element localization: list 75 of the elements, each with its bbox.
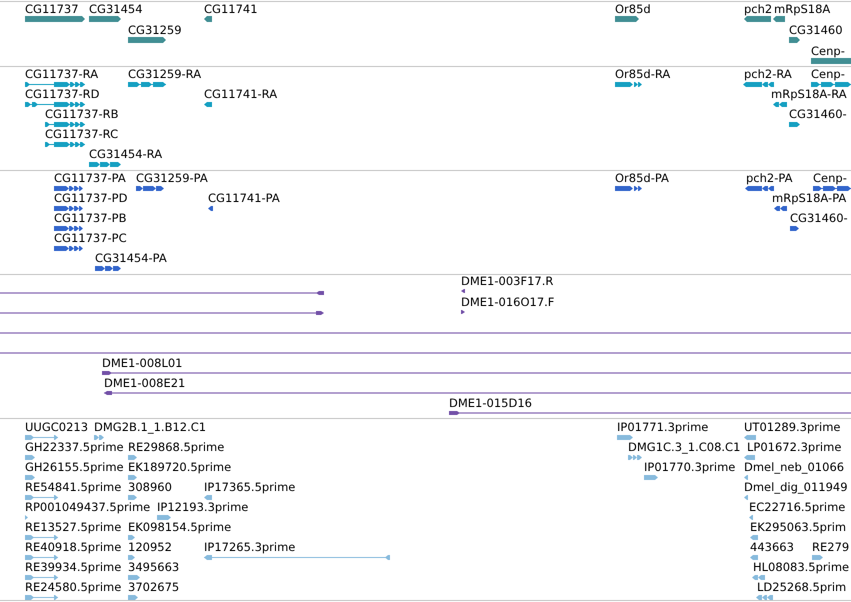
est-label: DMG2B.1_1.B12.C1 [94,421,206,434]
gene-label: CG31259 [128,24,182,37]
protein-label: mRpS18A-PA [772,192,846,205]
est-label: RE54841.5prime [25,481,122,494]
est-label: RE13527.5prime [25,521,122,534]
protein-label: CG11741-PA [208,192,280,205]
est-label: RE24580.5prime [25,581,122,594]
clone-line [0,311,324,315]
est-label: 3495663 [128,561,180,574]
clone-label: DME1-008E21 [104,377,186,390]
est-label: LD25268.5prim [757,581,846,594]
est-label: EK189720.5prime [128,461,232,474]
est-label: 3702675 [128,581,180,594]
transcript-label: CG11737-RC [45,128,118,141]
est-label: RE279 [812,541,850,554]
transcript-label: CG11737-RD [25,88,100,101]
clone-line [0,331,851,335]
est-label: RP001049437.5prime [25,501,150,514]
clone-label: DME1-016O17.F [461,296,554,309]
est-label: 120952 [128,541,172,554]
gene-label: pch2 [744,3,772,16]
transcript-label: CG11737-RB [45,108,119,121]
gene-label: CG11741 [204,3,258,16]
est-label: 443663 [750,541,794,554]
transcript-label: Or85d-RA [615,68,670,81]
clone-label: DME1-015D16 [449,397,532,410]
protein-label: CG11737-PD [54,192,128,205]
transcript-label: CG31460- [789,108,847,121]
clone-line [0,291,324,295]
est-label: EC22716.5prime [749,501,846,514]
est-label: LP01672.3prime [747,441,842,454]
est-label: RE29868.5prime [128,441,224,454]
protein-label: Or85d-PA [615,172,669,185]
est-label: RE40918.5prime [25,541,122,554]
protein-label: CG31460- [790,212,848,225]
transcript-label: Cenp- [811,68,845,81]
gene-label: CG11737 [25,3,79,16]
est-label: IP12193.3prime [157,501,248,514]
est-label: 308960 [128,481,172,494]
gene-label: mRpS18A [774,3,830,16]
est-label: EK098154.5prime [128,521,232,534]
protein-label: CG11737-PC [54,232,127,245]
est-label: GH26155.5prime [25,461,124,474]
est-label: HL08083.5prime [753,561,850,574]
est-label: Dmel_neb_01066 [744,461,844,474]
gene-label: Or85d [615,3,651,16]
protein-label: CG31259-PA [136,172,208,185]
transcript-label: mRpS18A-RA [771,88,847,101]
est-label: DMG1C.3_1.C08.C1 [628,441,740,454]
est-label: IP01771.3prime [617,421,708,434]
transcript-label: CG31454-RA [89,148,162,161]
gene-label: Cenp- [811,45,845,58]
transcript-label: CG11741-RA [204,88,278,101]
protein-label: CG11737-PB [54,212,126,225]
est-label: UT01289.3prime [744,421,840,434]
clone-label: DME1-003F17.R [461,275,554,288]
protein-label: Cenp- [813,172,847,185]
est-label: IP17265.3prime [204,541,296,554]
est-label: IP17365.5prime [204,481,296,494]
gene-label: CG31460 [789,24,843,37]
transcript-label: pch2-RA [744,68,792,81]
est-label: EK295063.5prim [750,521,846,534]
est-label: RE39934.5prime [25,561,122,574]
protein-label: CG31454-PA [95,252,167,265]
transcript-label: CG11737-RA [25,68,98,81]
est-label: IP01770.3prime [644,461,736,474]
clone-line [0,351,851,355]
protein-label: CG11737-PA [54,172,126,185]
est-label: Dmel_dig_011949 [744,481,848,494]
est-label: GH22337.5prime [25,441,124,454]
protein-label: pch2-PA [746,172,792,185]
transcript-label: CG31259-RA [128,68,202,81]
gene-label: CG31454 [89,3,143,16]
clone-label: DME1-008L01 [102,357,182,370]
est-label: UUGC0213 [25,421,88,434]
